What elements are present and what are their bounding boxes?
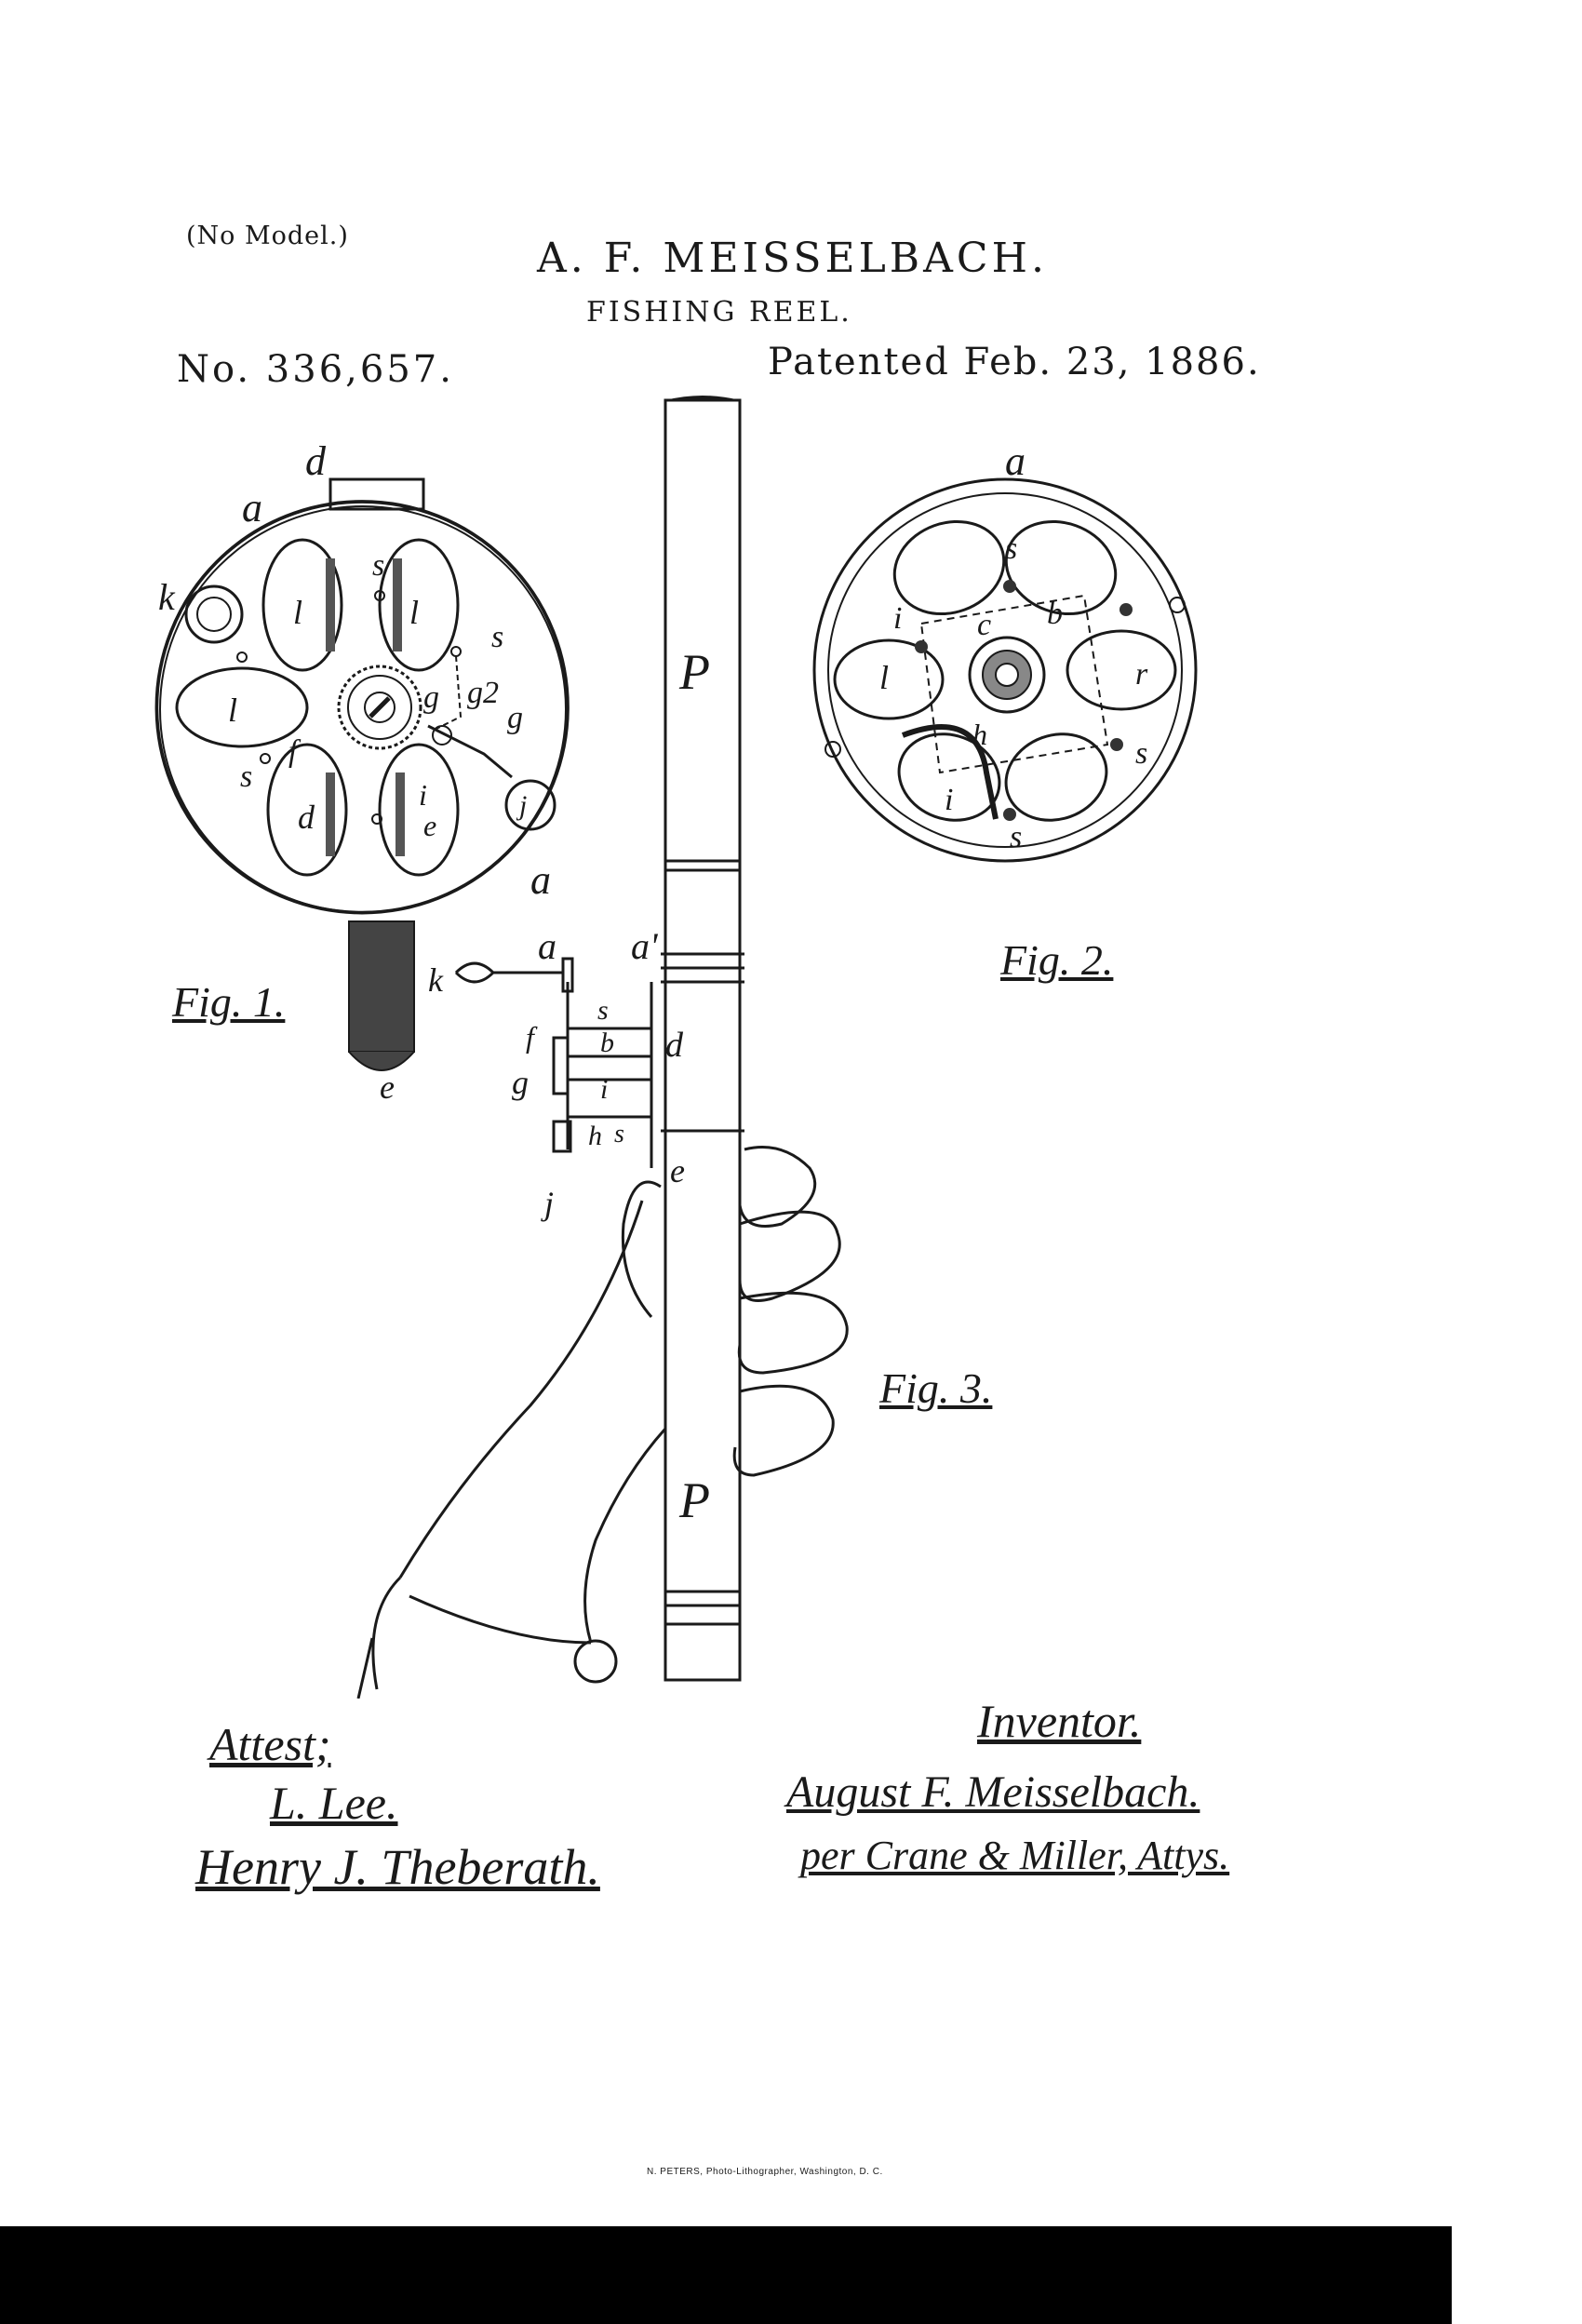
figure-2-caption: Fig. 2. <box>1000 936 1114 984</box>
fig1-label-l-3: l <box>228 692 237 729</box>
fig1-label-d: d <box>305 438 327 484</box>
fig2-label-s-3: s <box>1010 820 1022 854</box>
fig1-label-g-1: g <box>423 680 439 715</box>
fig2-label-a: a <box>1005 438 1026 484</box>
fig3-label-p-2: P <box>678 1472 710 1528</box>
fig1-label-j: j <box>516 790 527 821</box>
attorneys-signature: per Crane & Miller, Attys. <box>800 1833 1230 1878</box>
fig2-label-s-1: s <box>1005 531 1017 566</box>
figure-3-drawing: P a a' k s f b d g i h s j e P <box>356 396 849 1699</box>
patent-number: No. 336,657. <box>177 348 454 391</box>
scan-border-bar <box>0 2226 1452 2324</box>
witness-signature-2: Henry J. Theberath. <box>195 1839 600 1895</box>
fig1-label-i: i <box>419 778 427 812</box>
fig3-label-a: a <box>538 925 556 967</box>
fig1-label-d-2: d <box>298 799 315 836</box>
fig1-label-g2: g2 <box>467 676 499 710</box>
fig1-label-g-2: g <box>507 701 523 735</box>
fig3-label-s-1: s <box>597 995 609 1026</box>
figure-1-drawing: d a k l l s s l g g2 g s f d i e j a e <box>154 438 570 1106</box>
fig3-label-h: h <box>588 1121 602 1151</box>
witness-signature-1: L. Lee. <box>270 1777 398 1829</box>
inventor-signature: August F. Meisselbach. <box>786 1767 1200 1817</box>
fig3-label-a-prime: a' <box>631 925 659 967</box>
fig1-label-f: f <box>288 734 302 769</box>
figure-2-drawing: a s i c b l r h s i s <box>812 438 1198 863</box>
no-model-note: (No Model.) <box>186 222 349 250</box>
fig3-label-j: j <box>541 1185 554 1222</box>
fig2-label-l: l <box>879 659 889 696</box>
fig2-label-b: b <box>1047 597 1063 631</box>
fig3-label-s-2: s <box>614 1120 624 1149</box>
fig2-label-i-2: i <box>945 783 953 817</box>
patent-date: Patented Feb. 23, 1886. <box>768 341 1261 383</box>
fig2-label-c: c <box>977 608 991 642</box>
fig2-label-s-2: s <box>1135 736 1147 771</box>
fig1-label-a: a <box>242 485 262 531</box>
fig3-label-p-1: P <box>678 644 710 700</box>
inventor-name-heading: A. F. MEISSELBACH. <box>537 235 1048 282</box>
fig2-label-i-1: i <box>893 601 902 636</box>
fig1-label-e-1: e <box>423 809 436 842</box>
fig3-label-g: g <box>512 1064 529 1101</box>
fig3-label-b: b <box>600 1028 614 1058</box>
fig1-label-a-2: a <box>530 857 551 903</box>
inventor-label: Inventor. <box>977 1695 1142 1747</box>
figure-3-caption: Fig. 3. <box>879 1364 993 1412</box>
fig1-label-s-2: s <box>491 620 503 654</box>
fig1-label-l-2: l <box>409 594 419 631</box>
fig3-label-e: e <box>670 1152 685 1189</box>
figure-1-caption: Fig. 1. <box>172 978 286 1026</box>
fig2-label-h: h <box>972 718 987 751</box>
fig3-label-d: d <box>665 1026 684 1065</box>
fig3-label-f: f <box>526 1020 538 1054</box>
fig1-label-s-3: s <box>240 759 252 794</box>
fig3-label-i: i <box>600 1074 608 1105</box>
attest-label: Attest; <box>209 1718 331 1770</box>
fig2-label-r: r <box>1135 657 1148 692</box>
fig1-label-k: k <box>158 576 176 618</box>
fig1-label-s-1: s <box>372 548 384 583</box>
fig3-label-k: k <box>428 961 444 999</box>
fig1-label-l-1: l <box>293 594 302 631</box>
fig1-label-e-2: e <box>380 1068 395 1106</box>
patent-title: FISHING REEL. <box>586 296 852 329</box>
printer-credit: N. PETERS, Photo-Lithographer, Washingto… <box>647 2167 883 2177</box>
